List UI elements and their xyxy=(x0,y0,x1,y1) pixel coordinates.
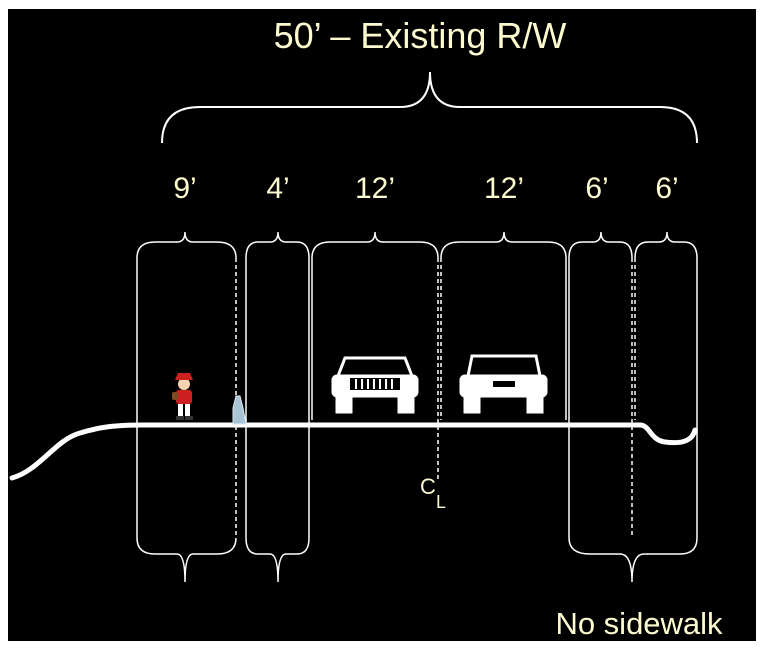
car-rear-icon xyxy=(459,354,548,414)
segment-brace-bottom-3 xyxy=(568,537,698,583)
centerline-symbol: C xyxy=(420,474,436,499)
pedestrian-icon xyxy=(172,373,193,420)
centerline-subscript: L xyxy=(436,492,446,512)
segment-label-verge: 6’ xyxy=(655,172,678,205)
segment-brace-bottom-2 xyxy=(245,537,310,583)
segment-brace-top-2 xyxy=(245,231,310,259)
ground-profile xyxy=(9,422,698,481)
segment-brace-bottom-1 xyxy=(136,537,237,583)
overall-brace xyxy=(161,71,698,144)
segment-brace-top-1 xyxy=(136,231,237,259)
car-front-icon xyxy=(331,356,419,414)
segment-brace-top-5 xyxy=(568,231,633,259)
segment-label-lane-1: 12’ xyxy=(355,172,395,205)
curb-icon xyxy=(232,395,247,425)
segment-label-lane-2: 12’ xyxy=(484,172,524,205)
segment-brace-top-3 xyxy=(311,231,439,259)
segment-label-shoulder: 6’ xyxy=(585,172,608,205)
segment-label-parking: 9’ xyxy=(173,172,196,205)
segment-label-buffer: 4’ xyxy=(266,172,289,205)
row-width-title: 50’ – Existing R/W xyxy=(274,15,567,56)
segment-brace-top-4 xyxy=(440,231,567,259)
no-sidewalk-note: No sidewalk xyxy=(555,606,723,641)
segment-brace-top-6 xyxy=(634,231,698,259)
